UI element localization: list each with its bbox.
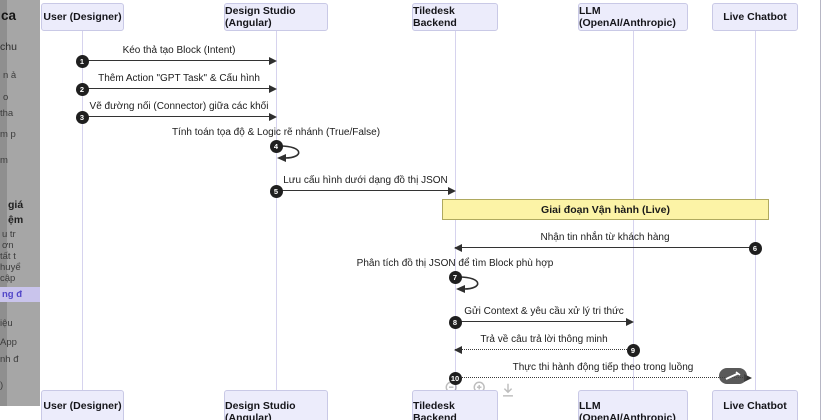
message-label: Trả về câu trả lời thông minh xyxy=(480,334,608,345)
actor-llm-top: LLM (OpenAI/Anthropic) xyxy=(578,3,688,31)
actor-label: Design Studio (Angular) xyxy=(225,5,296,29)
sidebar-text-fragment: huyể xyxy=(0,262,21,273)
actor-user-bottom: User (Designer) xyxy=(41,390,124,420)
sidebar-text-fragment: App xyxy=(0,337,17,348)
arrow-line xyxy=(82,60,274,61)
sidebar-text-fragment: tha xyxy=(0,108,14,119)
active-nav-highlight xyxy=(0,287,40,302)
sequence-number: 7 xyxy=(448,270,462,284)
sequence-number: 4 xyxy=(269,139,283,153)
sidebar-link-fragment[interactable]: ng đ xyxy=(2,289,23,300)
download-icon[interactable] xyxy=(499,381,517,404)
actor-label: LLM (OpenAI/Anthropic) xyxy=(579,400,676,420)
actor-chatbot-top: Live Chatbot xyxy=(712,3,798,31)
sidebar-text-fragment: iệu xyxy=(0,318,13,329)
arrowhead-icon xyxy=(744,373,752,382)
sidebar-text-fragment: tất t xyxy=(0,251,16,262)
actor-label: Tiledesk Backend xyxy=(413,5,457,29)
sidebar-text-fragment: ơn xyxy=(2,240,14,251)
message-label: Tính toán tọa độ & Logic rẽ nhánh (True/… xyxy=(171,127,381,138)
sequence-number: 10 xyxy=(448,371,462,385)
sequence-number: 2 xyxy=(75,82,89,96)
actor-backend-bottom: Tiledesk Backend xyxy=(412,390,498,420)
actor-llm-bottom: LLM (OpenAI/Anthropic) xyxy=(578,390,688,420)
message-label: Kéo thả tạo Block (Intent) xyxy=(122,45,236,56)
sidebar-text-fragment: n ả xyxy=(3,70,17,81)
sidebar-text-fragment: u tr xyxy=(2,229,16,240)
sequence-number: 6 xyxy=(748,241,762,255)
message-label: Vẽ đường nối (Connector) giữa các khối xyxy=(89,101,269,112)
sidebar-text-fragment: cập xyxy=(0,273,16,284)
actor-label: LLM (OpenAI/Anthropic) xyxy=(579,5,676,29)
dimmed-sidebar: ca chu n ả o tha m p m giá ệm u tr ơn tấ… xyxy=(0,0,40,406)
sidebar-text-fragment: ệm xyxy=(8,214,24,226)
arrow-line xyxy=(276,190,453,191)
sidebar-text-fragment: m xyxy=(0,155,8,166)
actor-label: Tiledesk Backend xyxy=(413,400,457,420)
sequence-number: 9 xyxy=(626,343,640,357)
actor-label: User (Designer) xyxy=(43,11,122,23)
actor-label: Live Chatbot xyxy=(723,400,787,412)
sidebar-text-fragment: nh đ xyxy=(0,354,19,365)
sequence-number: 1 xyxy=(75,54,89,68)
arrowhead-icon xyxy=(448,186,456,195)
arrowhead-icon xyxy=(269,56,277,65)
arrow-line xyxy=(455,349,631,350)
actor-label: User (Designer) xyxy=(43,400,122,412)
loop-arrow-icon xyxy=(456,276,479,293)
lifeline-studio xyxy=(276,31,277,391)
message-label: Phân tích đồ thị JSON để tìm Block phù h… xyxy=(356,258,554,269)
arrowhead-icon xyxy=(626,317,634,326)
arrowhead-icon xyxy=(269,112,277,121)
sidebar-text-fragment: ca xyxy=(1,8,17,23)
sidebar-text-fragment: ) xyxy=(0,380,4,391)
sidebar-text-fragment: o xyxy=(3,92,9,103)
sequence-number: 8 xyxy=(448,315,462,329)
message-label: Thêm Action "GPT Task" & Cấu hình xyxy=(98,73,260,84)
actor-label: Live Chatbot xyxy=(723,11,787,23)
lifeline-user xyxy=(82,31,83,391)
phase-label: Giai đoạn Vận hành (Live) xyxy=(541,203,670,216)
message-label: Gửi Context & yêu cầu xử lý tri thức xyxy=(464,306,624,317)
phase-box: Giai đoạn Vận hành (Live) xyxy=(442,199,769,220)
message-label: Thực thi hành động tiếp theo trong luồng xyxy=(512,362,694,373)
actor-label: Design Studio (Angular) xyxy=(225,400,296,420)
arrow-line xyxy=(455,321,631,322)
actor-user-top: User (Designer) xyxy=(41,3,124,31)
actor-studio-top: Design Studio (Angular) xyxy=(224,3,328,31)
arrowhead-icon xyxy=(454,243,462,252)
loop-arrow-icon xyxy=(277,145,300,162)
arrow-line xyxy=(82,88,274,89)
cursor-icon xyxy=(719,368,747,384)
right-edge-divider xyxy=(820,0,821,420)
arrowhead-icon xyxy=(454,345,462,354)
message-label: Lưu cấu hình dưới dạng đồ thị JSON xyxy=(283,175,448,186)
message-label: Nhận tin nhắn từ khách hàng xyxy=(540,232,670,243)
sidebar-text-fragment: giá xyxy=(8,199,24,211)
arrow-line xyxy=(455,377,749,378)
sequence-number: 5 xyxy=(269,184,283,198)
arrowhead-icon xyxy=(269,84,277,93)
sequence-number: 3 xyxy=(75,110,89,124)
arrow-line xyxy=(82,116,274,117)
sidebar-text-fragment: m p xyxy=(0,129,16,140)
actor-studio-bottom: Design Studio (Angular) xyxy=(224,390,328,420)
actor-backend-top: Tiledesk Backend xyxy=(412,3,498,31)
actor-chatbot-bottom: Live Chatbot xyxy=(712,390,798,420)
sidebar-text-fragment: chu xyxy=(0,41,17,53)
arrow-line xyxy=(455,247,753,248)
